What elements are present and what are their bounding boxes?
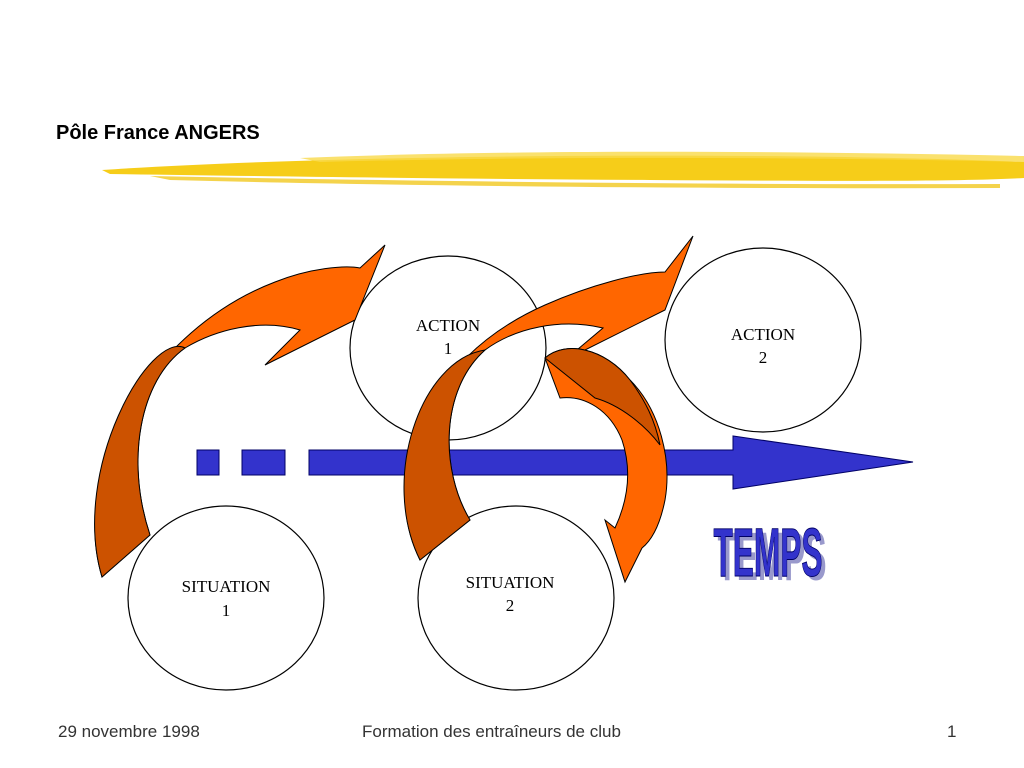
highlighter-stroke — [102, 151, 1024, 189]
situation-2-label-line1: SITUATION — [466, 573, 555, 592]
curved-arrow-action1-to-situation2 — [544, 348, 668, 584]
action-2-label-line2: 2 — [759, 348, 768, 367]
footer-date: 29 novembre 1998 — [58, 722, 200, 741]
situation-1-label-line2: 1 — [222, 601, 231, 620]
temps-label: TEMPS — [713, 516, 822, 592]
action-1-label-line1: ACTION — [416, 316, 480, 335]
situation-2-node — [417, 505, 615, 691]
timeline-arrow — [196, 435, 914, 490]
situation-1-label-line1: SITUATION — [182, 577, 271, 596]
curved-arrow-situation1-to-action1 — [94, 244, 386, 578]
slide-title: Pôle France ANGERS — [56, 122, 260, 144]
footer-course-title: Formation des entraîneurs de club — [362, 722, 621, 741]
action-1-label-line2: 1 — [444, 339, 453, 358]
curved-arrow-situation2-to-action2 — [403, 235, 694, 561]
action-2-label-line1: ACTION — [731, 325, 795, 344]
action-2-node — [664, 247, 862, 433]
footer-page-number: 1 — [947, 722, 957, 741]
situation-1-node — [127, 505, 325, 691]
situation-2-label-line2: 2 — [506, 596, 515, 615]
temps-label-shadow: TEMPS — [717, 520, 826, 596]
